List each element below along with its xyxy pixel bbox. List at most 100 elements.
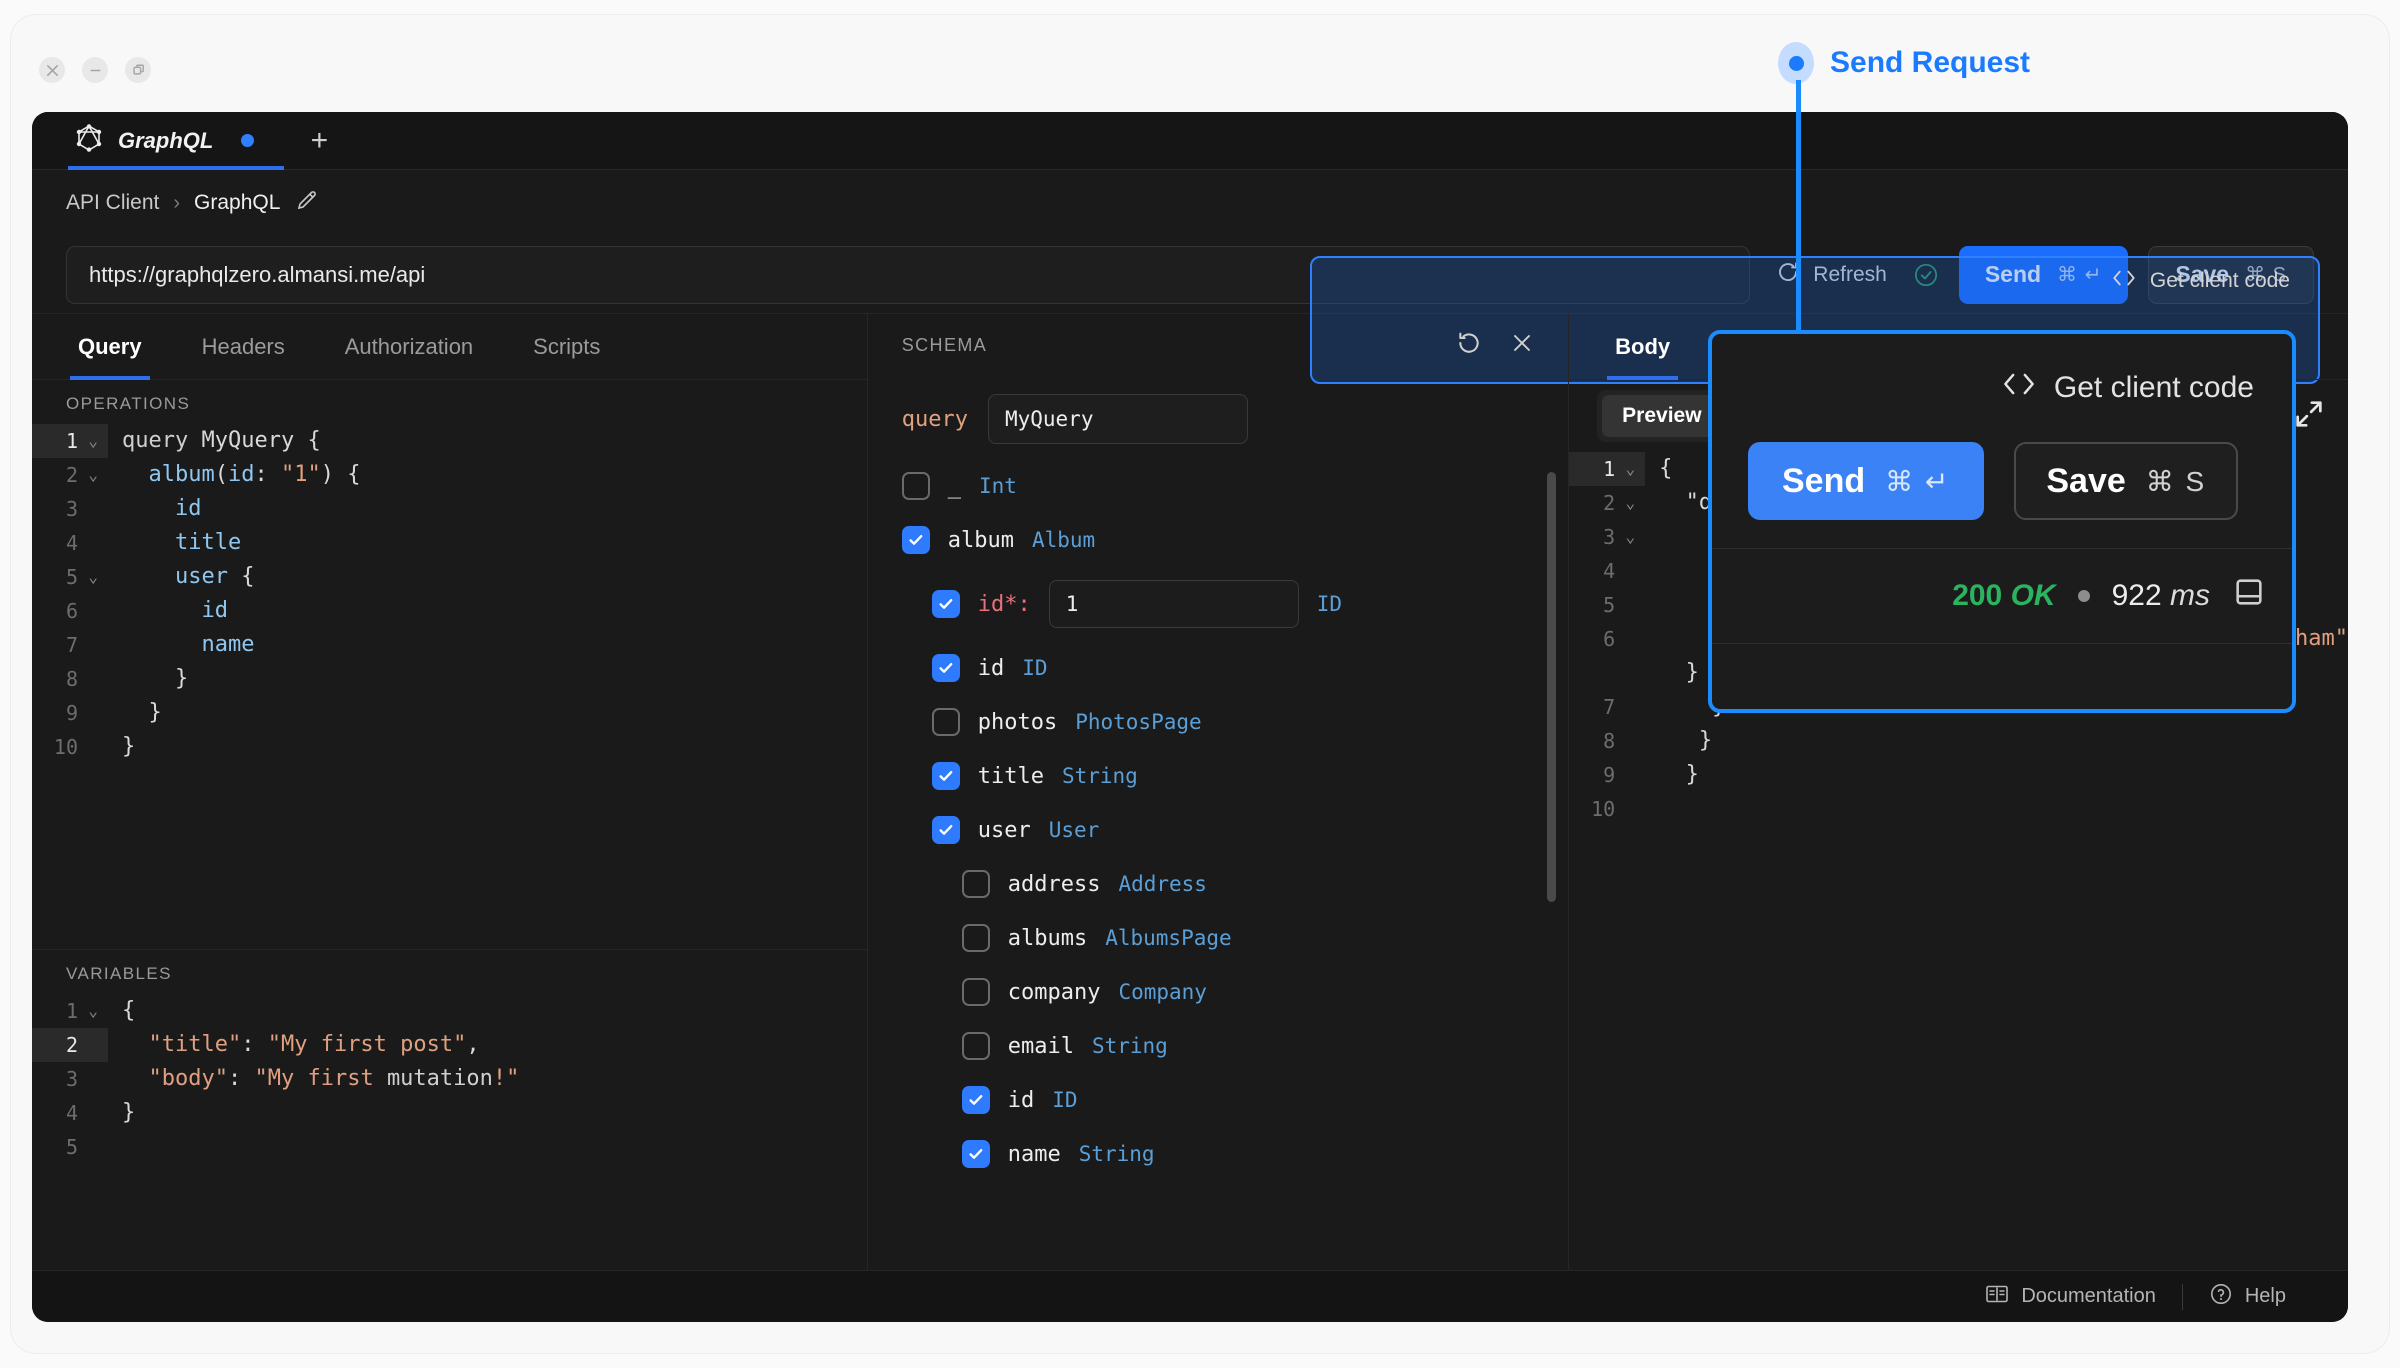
schema-field-checkbox[interactable]: [931, 654, 960, 682]
duration-value: 922: [2111, 579, 2162, 612]
schema-refresh-icon[interactable]: [1456, 330, 1482, 361]
code-line[interactable]: 3 id: [32, 492, 867, 526]
code-line[interactable]: 2 "title": "My first post",: [32, 1028, 867, 1062]
code-line[interactable]: 1⌄query MyQuery {: [32, 424, 867, 458]
code-text: name: [201, 632, 255, 657]
url-input[interactable]: https://graphqlzero.almansi.me/api: [66, 245, 1751, 304]
schema-field-checkbox[interactable]: [961, 1140, 990, 1168]
schema-field-checkbox[interactable]: [961, 1032, 990, 1060]
send-button[interactable]: Send ⌘ ↵: [1958, 245, 2129, 304]
code-line[interactable]: 7 name: [32, 628, 867, 662]
close-icon[interactable]: [39, 57, 65, 83]
schema-field-checkbox[interactable]: [931, 762, 960, 790]
schema-field-checkbox[interactable]: [931, 590, 960, 618]
tab-query[interactable]: Query: [48, 314, 172, 380]
panel-icon[interactable]: [2232, 575, 2266, 617]
code-line[interactable]: 9 }: [32, 696, 867, 730]
operations-editor[interactable]: 1⌄query MyQuery {2⌄ album(id: "1") {3 id…: [32, 424, 867, 764]
code-line[interactable]: 9 }: [1569, 758, 2348, 792]
code-line[interactable]: 2⌄ album(id: "1") {: [32, 458, 867, 492]
fold-toggle-icon[interactable]: ⌄: [88, 431, 98, 450]
schema-close-icon[interactable]: [1510, 331, 1534, 360]
line-number: 7: [65, 633, 78, 657]
schema-arg-input[interactable]: 1: [1048, 580, 1299, 628]
new-tab-button[interactable]: +: [310, 123, 329, 157]
save-button[interactable]: Save ⌘ S: [2148, 245, 2314, 304]
schema-field-checkbox[interactable]: [961, 978, 990, 1006]
operations-label: OPERATIONS: [66, 394, 191, 413]
fold-toggle-icon[interactable]: ⌄: [88, 567, 98, 586]
help-button[interactable]: Help: [2183, 1282, 2312, 1312]
schema-field-checkbox[interactable]: [901, 526, 930, 554]
schema-scrollbar[interactable]: [1547, 472, 1557, 902]
pencil-icon[interactable]: [296, 189, 318, 217]
schema-field-checkbox[interactable]: [961, 1086, 990, 1114]
tab-authorization[interactable]: Authorization: [344, 333, 474, 359]
code-line[interactable]: 3 "body": "My first mutation!": [32, 1062, 867, 1096]
breadcrumb-root[interactable]: API Client: [66, 191, 160, 214]
fold-toggle-icon[interactable]: ⌄: [1625, 459, 1636, 478]
code-line[interactable]: 5: [32, 1130, 867, 1164]
tab-scripts[interactable]: Scripts: [533, 333, 601, 359]
documentation-button[interactable]: Documentation: [1959, 1283, 2182, 1311]
code-line[interactable]: 4}: [32, 1096, 867, 1130]
code-line[interactable]: 8 }: [1569, 724, 2348, 758]
code-line[interactable]: 3⌄: [1569, 520, 2348, 554]
schema-field-row[interactable]: _Int: [901, 472, 1534, 500]
schema-operation-row: query MyQuery: [902, 394, 1534, 444]
fold-toggle-icon[interactable]: ⌄: [88, 465, 98, 484]
refresh-button[interactable]: Refresh: [1770, 260, 1893, 290]
tab-graphql[interactable]: GraphQL: [32, 112, 285, 170]
callout-send-label: Send: [1782, 461, 1866, 500]
code-line[interactable]: 5⌄ user {: [32, 560, 867, 594]
code-line[interactable]: }: [1569, 656, 2348, 690]
expand-icon[interactable]: [2292, 397, 2326, 436]
schema-field-type: Int: [978, 474, 1017, 498]
schema-field-checkbox[interactable]: [901, 472, 930, 500]
schema-field-name: name: [1007, 1141, 1061, 1167]
code-line[interactable]: 10: [1569, 792, 2348, 826]
callout-save-button[interactable]: Save ⌘ S: [2014, 442, 2239, 520]
fold-toggle-icon[interactable]: ⌄: [1625, 527, 1636, 546]
code-line[interactable]: 6 id: [32, 594, 867, 628]
schema-field-checkbox[interactable]: [931, 816, 960, 844]
code-line[interactable]: 8 }: [32, 662, 867, 696]
line-number: 4: [1603, 559, 1616, 583]
callout-get-client-code[interactable]: Get client code: [1712, 334, 2292, 442]
schema-field-checkbox[interactable]: [961, 924, 990, 952]
code-line[interactable]: 1⌄{: [32, 994, 867, 1028]
operation-name-input[interactable]: MyQuery: [987, 394, 1248, 444]
breadcrumb-current[interactable]: GraphQL: [194, 191, 281, 214]
fold-toggle-icon[interactable]: ⌄: [1625, 493, 1636, 512]
code-line[interactable]: 4 title: [32, 526, 867, 560]
tab-headers[interactable]: Headers: [201, 333, 285, 359]
view-mode-preview[interactable]: Preview: [1602, 395, 1722, 437]
code-line[interactable]: 10}: [32, 730, 867, 764]
minimize-icon[interactable]: [82, 57, 108, 83]
tab-body[interactable]: Body: [1585, 314, 1700, 380]
maximize-icon[interactable]: [125, 57, 151, 83]
code-line[interactable]: 5: [1569, 588, 2348, 622]
code-line[interactable]: 1⌄{: [1569, 452, 2348, 486]
code-line[interactable]: 2⌄ "d: [1569, 486, 2348, 520]
check-circle-icon: [1913, 262, 1939, 288]
code-line[interactable]: 4: [1569, 554, 2348, 588]
fold-toggle-icon[interactable]: ⌄: [88, 1001, 98, 1020]
code-text: }: [1659, 762, 1699, 787]
schema-field-checkbox[interactable]: [961, 870, 990, 898]
callout-send-button[interactable]: Send ⌘ ↵: [1748, 442, 1985, 520]
schema-field-checkbox[interactable]: [931, 708, 960, 736]
variables-editor[interactable]: 1⌄{2 "title": "My first post",3 "body": …: [32, 994, 867, 1164]
